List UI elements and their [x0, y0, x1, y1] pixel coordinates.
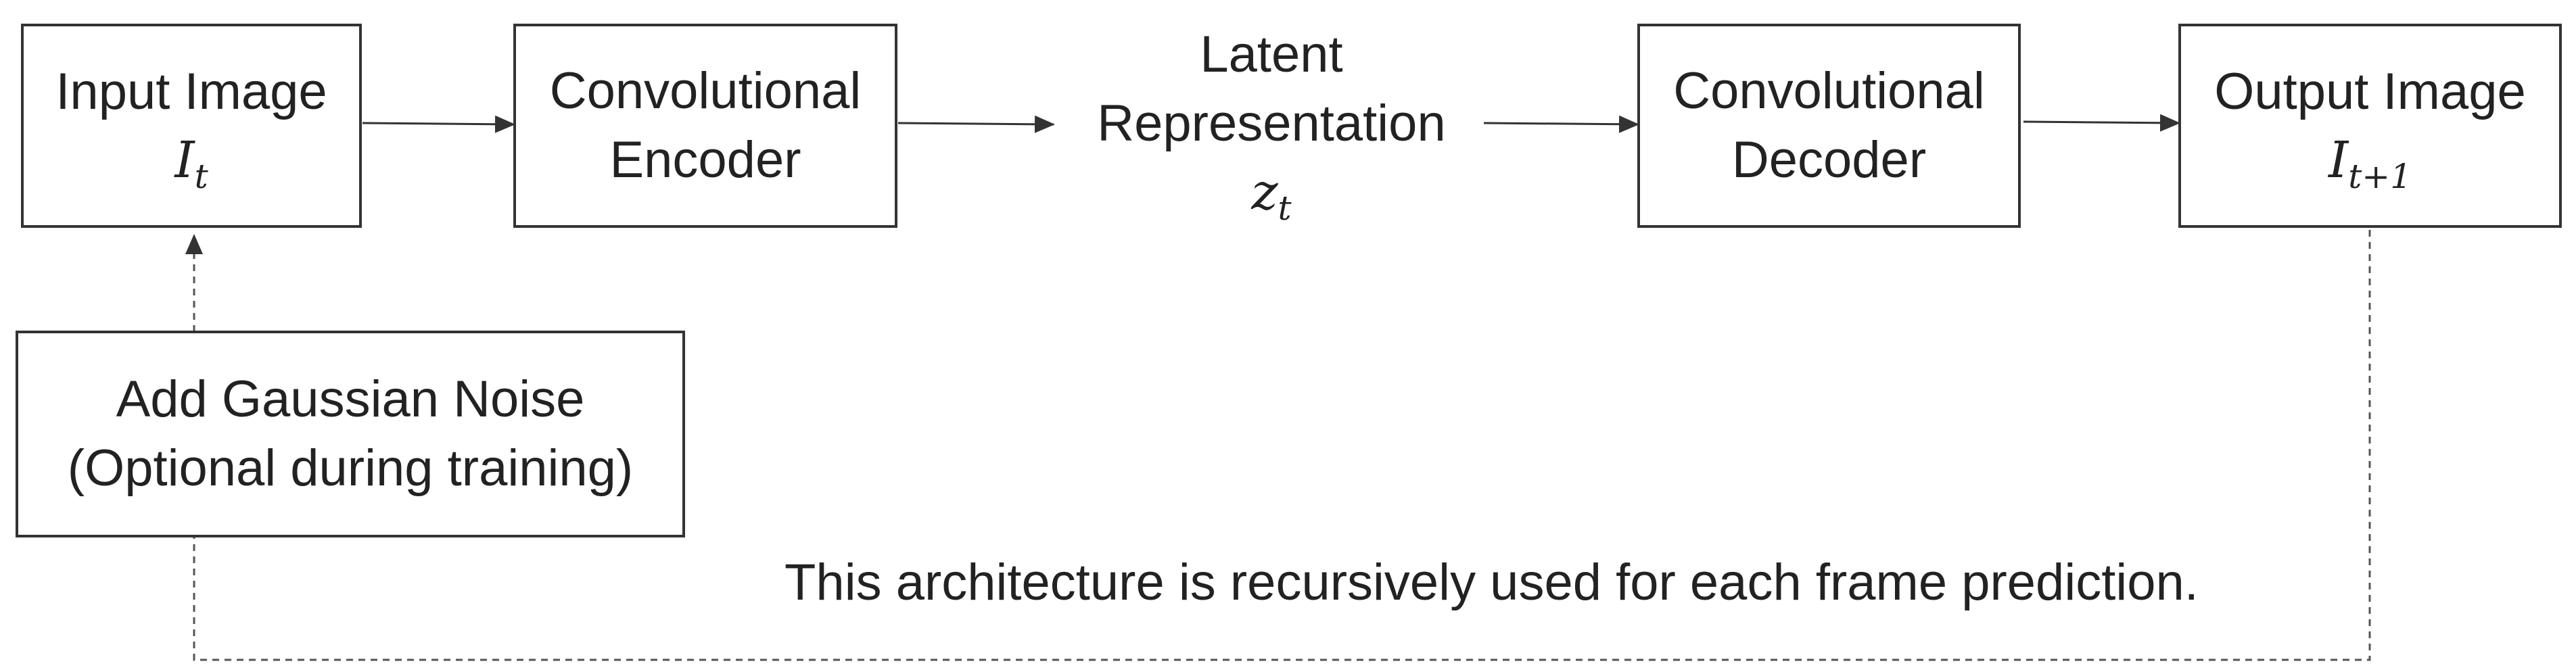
latent-label-line1: Latent: [1200, 26, 1343, 83]
arrow-decoder-to-output: [2023, 114, 2180, 132]
noise-label-line2: (Optional during training): [67, 439, 634, 497]
output-image-symbol: It+1: [2328, 131, 2412, 196]
arrow-input-to-encoder: [362, 115, 515, 133]
decoder-label-line1: Convolutional: [1673, 62, 1985, 120]
output-image-box: Output Image It+1: [2178, 24, 2562, 228]
convolutional-encoder-box: Convolutional Encoder: [513, 24, 897, 228]
latent-representation-label: Latent Representation zt: [1069, 20, 1474, 226]
input-image-title: Input Image: [55, 63, 327, 120]
arrow-latent-to-decoder: [1483, 115, 1639, 133]
output-image-title: Output Image: [2214, 63, 2526, 120]
latent-symbol: zt: [1251, 163, 1292, 228]
encoder-label-line2: Encoder: [609, 131, 801, 189]
latent-label-line2: Representation: [1097, 95, 1446, 152]
diagram-caption: This architecture is recursively used fo…: [784, 554, 2199, 611]
decoder-label-line2: Decoder: [1731, 131, 1927, 189]
arrow-encoder-to-latent: [897, 115, 1055, 133]
gaussian-noise-box: Add Gaussian Noise (Optional during trai…: [16, 331, 685, 537]
input-image-symbol: It: [174, 131, 208, 196]
noise-label-line1: Add Gaussian Noise: [116, 370, 585, 428]
encoder-label-line1: Convolutional: [549, 62, 862, 120]
convolutional-decoder-box: Convolutional Decoder: [1637, 24, 2021, 228]
input-image-box: Input Image It: [21, 24, 362, 228]
